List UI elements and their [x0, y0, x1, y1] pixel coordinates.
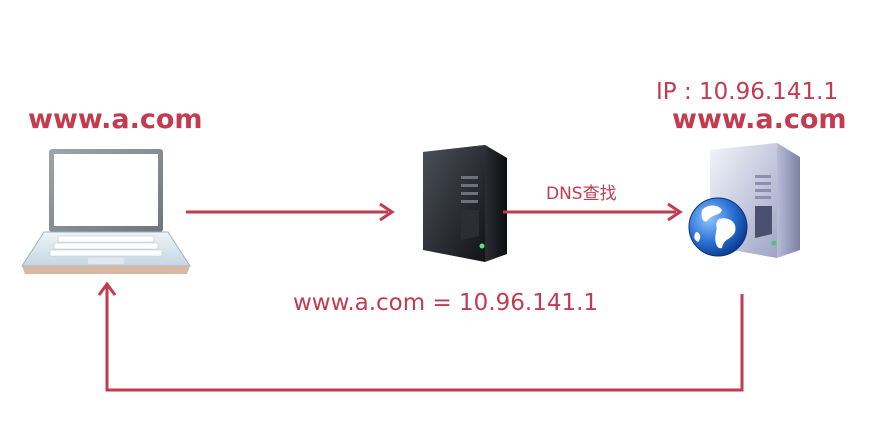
server-ip-label: IP : 10.96.141.1	[656, 79, 839, 105]
domain-ip-mapping-label: www.a.com = 10.96.141.1	[293, 290, 599, 316]
dns-lookup-label: DNS查找	[546, 184, 617, 204]
arrow-dns-lookup	[503, 202, 683, 222]
arrow-return-to-client	[97, 281, 744, 392]
arrow-client-to-dns	[186, 202, 395, 222]
client-domain-label: www.a.com	[28, 104, 203, 135]
laptop-icon	[21, 149, 191, 274]
server-domain-label: www.a.com	[672, 104, 847, 135]
dns-server-icon	[423, 145, 507, 262]
globe-icon	[688, 197, 748, 257]
